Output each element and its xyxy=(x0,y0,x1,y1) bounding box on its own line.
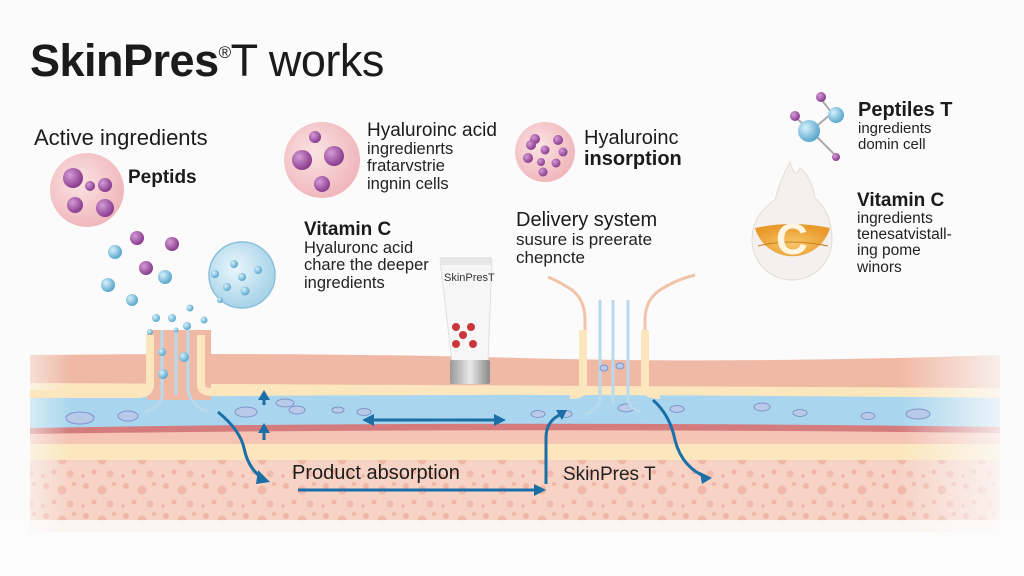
hyaluronic-acid-line: ingredienrts xyxy=(367,139,454,158)
flow-arrows xyxy=(217,398,709,492)
delivery-system-line: susure is preerate xyxy=(516,230,653,249)
hyaluronic-acid-sphere xyxy=(284,122,360,198)
vitamin-c-right-block: Vitamin C ingredients tenesatvistall- in… xyxy=(857,191,952,276)
peptids-sphere xyxy=(50,153,124,227)
registered-mark: ® xyxy=(218,43,232,62)
fluid-bubbles xyxy=(65,398,931,425)
skinprest-tube xyxy=(439,257,493,384)
vitamin-c-right-line: ing pome xyxy=(857,242,921,260)
hyaluronic-insorption-heading-2: insorption xyxy=(584,148,682,170)
title-suffix: T works xyxy=(230,35,385,86)
vitamin-c-left-line: Hyaluronc acid xyxy=(304,238,414,257)
vitamin-c-glyph: C xyxy=(776,215,808,264)
title-brand: SkinPres xyxy=(30,35,219,86)
vitamin-c-right-heading: Vitamin C xyxy=(857,190,945,211)
vitamin-c-right-line: winors xyxy=(857,258,902,276)
tube-brand-label: SkinPresT xyxy=(444,272,495,284)
peptiles-t-line: ingredients xyxy=(858,120,932,137)
arrow-heads xyxy=(256,390,712,496)
page-title: SkinPres®T works xyxy=(30,38,384,83)
vitamin-c-left-line: chare the deeper xyxy=(304,256,429,275)
curved-arrow-left xyxy=(217,410,263,480)
hyaluronic-insorption-sphere xyxy=(515,122,575,182)
peptiles-t-heading: Peptiles T xyxy=(858,99,953,121)
vitamin-c-left-heading: Vitamin C xyxy=(304,219,392,240)
peptiles-t-block: Peptiles T ingredients domin cell xyxy=(858,100,952,153)
hyaluronic-acid-line: ingnin cells xyxy=(367,174,449,193)
red-line xyxy=(30,423,1000,436)
peptile-molecule-model xyxy=(790,92,844,161)
skin-layers xyxy=(0,340,1024,576)
pink-band xyxy=(30,430,1000,446)
left-pore xyxy=(30,330,213,414)
right-pore xyxy=(547,273,696,416)
hyaluronic-insorption-block: Hyaluroinc insorption xyxy=(584,128,682,170)
vitamin-c-left-block: Vitamin C Hyaluronc acid chare the deepe… xyxy=(304,220,429,292)
hyaluronic-acid-heading: Hyaluroinc acid xyxy=(367,120,497,141)
vitamin-c-drop xyxy=(751,160,833,281)
hyaluronic-acid-line: fratarvstrie xyxy=(367,157,445,176)
vitamin-c-right-line: ingredients xyxy=(857,209,933,227)
product-absorption-label: Product absorption xyxy=(292,462,460,484)
hyaluronic-insorption-heading-1: Hyaluroinc xyxy=(584,127,679,149)
active-ingredients-label: Active ingredients xyxy=(34,125,208,150)
yellow-layer-bottom xyxy=(30,444,1000,462)
peptids-label: Peptids xyxy=(128,167,197,188)
vitamin-c-left-line: ingredients xyxy=(304,273,385,292)
hyaluronic-acid-block: Hyaluroinc acid ingredienrts fratarvstri… xyxy=(367,121,497,193)
skinpres-t-bottom-label: SkinPres T xyxy=(563,464,656,485)
delivery-system-heading: Delivery system xyxy=(516,209,658,231)
floating-molecules xyxy=(101,231,276,335)
peptiles-t-line: domin cell xyxy=(858,135,926,153)
delivery-system-line: chepncte xyxy=(516,247,585,267)
delivery-system-block: Delivery system susure is preerate chepn… xyxy=(516,210,657,267)
vitamin-c-right-line: tenesatvistall- xyxy=(857,226,952,244)
